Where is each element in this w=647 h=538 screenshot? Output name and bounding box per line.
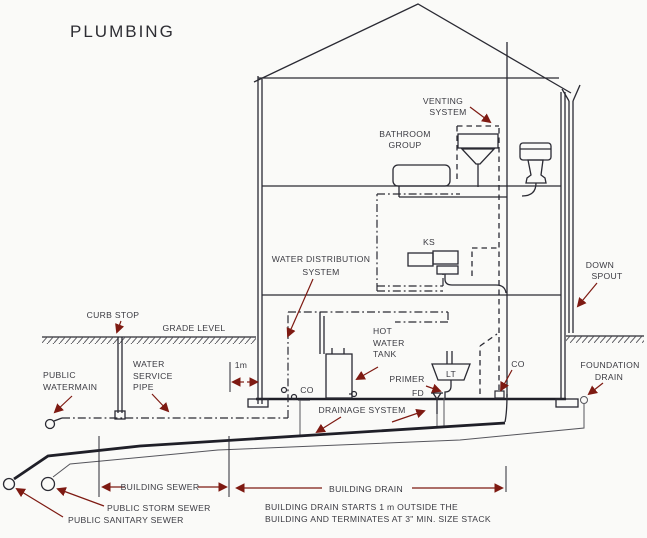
label-curb-stop: CURB STOP xyxy=(87,310,140,320)
curb-stop-symbol xyxy=(114,337,126,420)
note-line-1: BUILDING DRAIN STARTS 1 m OUTSIDE THE xyxy=(265,502,458,512)
label-down-spout-1: DOWN xyxy=(586,260,614,270)
kitchen-sink xyxy=(407,250,507,294)
watermain-symbol xyxy=(44,418,56,430)
label-bathroom-group-1: BATHROOM xyxy=(379,129,430,139)
label-water-service-pipe-1: WATER xyxy=(133,359,165,369)
label-public-watermain-1: PUBLIC xyxy=(43,370,76,380)
building-outline xyxy=(247,3,579,408)
soil-stack xyxy=(494,42,508,423)
leader-arrows xyxy=(15,106,604,518)
storm-drain-line xyxy=(40,396,588,492)
downspout-pipe xyxy=(561,84,581,333)
label-building-drain: BUILDING DRAIN xyxy=(329,484,403,494)
lavatory xyxy=(457,133,499,187)
label-cleanout-stack: CO xyxy=(511,359,525,369)
label-hot-water-tank-2: WATER xyxy=(373,338,405,348)
water-distribution-piping xyxy=(53,193,460,422)
dimension-arrows xyxy=(101,377,504,493)
label-kitchen-sink: KS xyxy=(423,237,435,247)
label-foundation-drain-2: DRAIN xyxy=(595,372,623,382)
laundry-tub-fixture xyxy=(431,351,471,398)
label-drainage-system: DRAINAGE SYSTEM xyxy=(318,405,405,415)
underfloor-branches xyxy=(436,398,445,427)
label-water-distribution-2: SYSTEM xyxy=(302,267,339,277)
label-one-meter: 1m xyxy=(235,360,248,370)
grade-line xyxy=(42,335,644,344)
label-cleanout-left: CO xyxy=(300,385,314,395)
note-line-2: BUILDING AND TERMINATES AT 3" MIN. SIZE … xyxy=(265,514,491,524)
floor-drain-fixture xyxy=(431,392,443,414)
vent-piping xyxy=(456,125,500,394)
label-water-service-pipe-3: PIPE xyxy=(133,382,154,392)
label-down-spout-2: SPOUT xyxy=(591,271,623,281)
label-laundry-tub: LT xyxy=(446,369,456,379)
label-hot-water-tank-3: TANK xyxy=(373,349,396,359)
label-public-watermain-2: WATERMAIN xyxy=(43,382,97,392)
label-venting-system-2: SYSTEM xyxy=(429,107,466,117)
label-water-service-pipe-2: SERVICE xyxy=(133,371,173,381)
label-grade-level: GRADE LEVEL xyxy=(162,323,225,333)
label-bathroom-group-2: GROUP xyxy=(388,140,421,150)
cleanout-symbol-left xyxy=(290,393,310,436)
building-drain-line xyxy=(2,421,506,491)
label-public-sanitary-sewer: PUBLIC SANITARY SEWER xyxy=(68,515,184,525)
label-floor-drain: FD xyxy=(412,388,424,398)
label-foundation-drain-1: FOUNDATION xyxy=(580,360,639,370)
label-venting-system-1: VENTING xyxy=(423,96,463,106)
label-hot-water-tank-1: HOT xyxy=(373,326,392,336)
hot-water-tank-fixture xyxy=(319,312,358,399)
dimension-ticks xyxy=(98,362,507,497)
label-public-storm-sewer: PUBLIC STORM SEWER xyxy=(107,503,211,513)
label-building-sewer: BUILDING SEWER xyxy=(121,482,200,492)
page-title: PLUMBING xyxy=(70,22,175,41)
label-water-distribution-1: WATER DISTRIBUTION xyxy=(272,254,371,264)
toilet xyxy=(519,142,552,197)
bathtub xyxy=(392,164,451,197)
label-primer: PRIMER xyxy=(389,374,424,384)
